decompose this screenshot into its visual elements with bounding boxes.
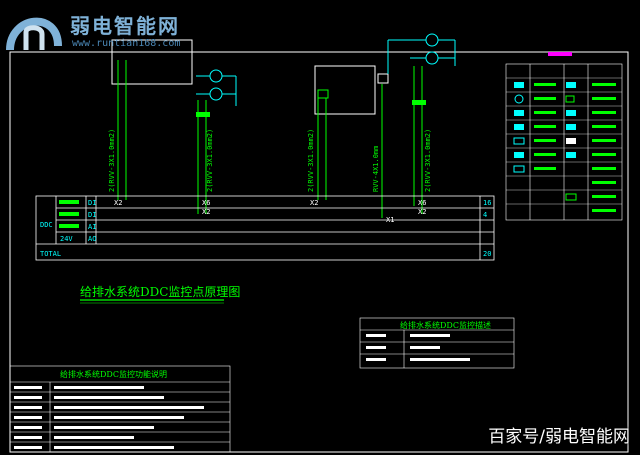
- power-label: 24V: [60, 235, 73, 243]
- cable-label: 2(RVV-3X1.0mm2): [108, 129, 116, 192]
- sensor-icon: [317, 89, 329, 99]
- legend-symbols: [513, 82, 577, 201]
- point-marker: X2: [418, 208, 426, 216]
- total-label: TOTAL: [40, 250, 61, 258]
- legend-text: [534, 83, 616, 212]
- io-type: DI: [88, 211, 96, 219]
- cable-label: 2(RVV-3X1.0mm2): [307, 129, 315, 192]
- point-marker: X2: [114, 199, 122, 207]
- total-cell: 4: [483, 211, 487, 219]
- sensor-icon: [196, 112, 210, 117]
- io-type: AO: [88, 235, 96, 243]
- io-type: DI: [88, 199, 96, 207]
- io-type: AI: [88, 223, 96, 231]
- point-marker: X6: [202, 199, 210, 207]
- watermark-logo-icon: [6, 17, 62, 51]
- sensor-icon: [412, 100, 426, 105]
- point-marker: X1: [386, 216, 394, 224]
- cable-label: 2(RVV-3X1.0mm2): [206, 129, 214, 192]
- point-table-title: 给排水系统DDC监控描述: [400, 320, 491, 330]
- cable-label: RVV-4X1.0mm: [372, 146, 380, 192]
- pump-icon: [196, 69, 237, 106]
- total-cell: 16: [483, 199, 491, 207]
- diagram-title: 给排水系统DDC监控点原理图: [80, 285, 240, 299]
- footer-brand: 百家号/弱电智能网: [488, 427, 630, 447]
- watermark-title: 弱电智能网: [70, 14, 180, 38]
- point-marker: X6: [418, 199, 426, 207]
- ddc-io-table: [35, 195, 495, 261]
- point-marker: X2: [202, 208, 210, 216]
- cable-label: 2(RVV-3X1.0mm2): [424, 129, 432, 192]
- point-marker: X2: [310, 199, 318, 207]
- legend-table: [505, 63, 623, 221]
- row-label: [59, 200, 79, 204]
- function-table: [9, 365, 231, 453]
- controller-box-right: [314, 65, 389, 115]
- point-table: [359, 317, 515, 369]
- controller-box-left: [111, 39, 193, 85]
- pump-icon: [387, 33, 456, 74]
- total-value: 20: [483, 250, 491, 258]
- function-table-title: 给排水系统DDC监控功能说明: [60, 369, 167, 379]
- row-label: [59, 212, 79, 216]
- cable-lines: [117, 60, 423, 218]
- legend-rows: [506, 77, 622, 205]
- watermark-url: www.runtian168.com: [72, 38, 181, 49]
- legend-header: [548, 52, 572, 56]
- row-label: [59, 224, 79, 228]
- ddc-label: DDC: [40, 221, 53, 229]
- drawing-frame: [9, 51, 629, 453]
